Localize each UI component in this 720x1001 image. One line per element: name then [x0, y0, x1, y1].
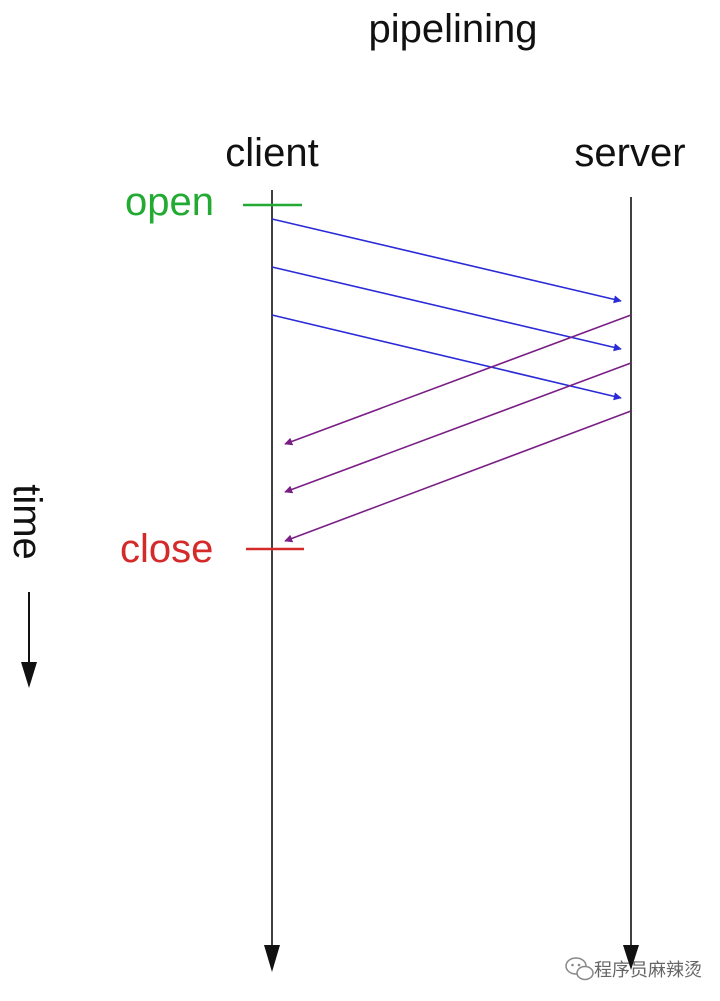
close-label: close	[120, 527, 213, 571]
client-lifeline-arrowhead	[264, 945, 280, 972]
client-lane-label: client	[225, 131, 318, 175]
diagram-title: pipelining	[368, 7, 537, 51]
time-axis-arrowhead	[21, 662, 37, 688]
request-arrow-2	[271, 266, 622, 352]
request-arrow-3	[271, 314, 622, 401]
response-arrow-3	[284, 410, 632, 543]
wechat-icon	[565, 957, 594, 981]
server-lifeline-arrowhead	[623, 945, 639, 970]
request-arrow-1	[271, 218, 622, 304]
watermark-text: 程序员麻辣烫	[594, 960, 702, 980]
time-axis-label: time	[5, 484, 49, 560]
server-lane-label: server	[574, 131, 685, 175]
response-arrow-2	[284, 362, 632, 494]
response-arrow-1	[284, 314, 632, 446]
open-label: open	[125, 180, 214, 224]
